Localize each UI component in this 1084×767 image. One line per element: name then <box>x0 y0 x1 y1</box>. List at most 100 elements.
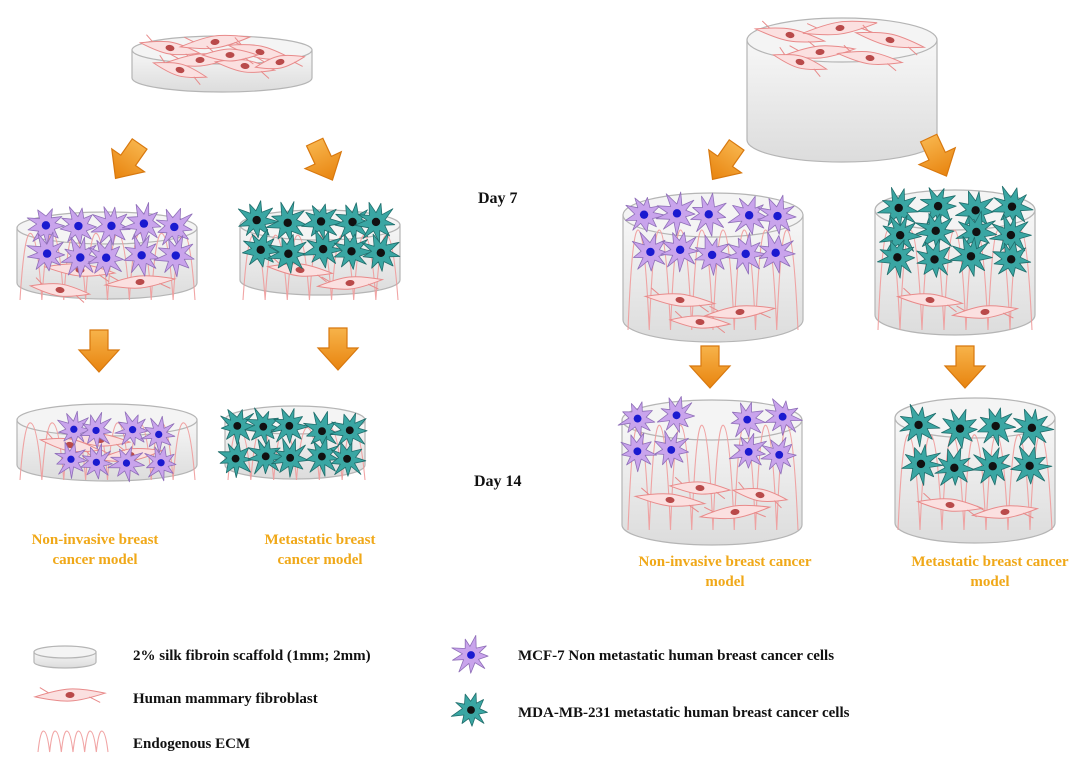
ecm-zigzag <box>877 229 1033 331</box>
mcf7-cell <box>656 396 695 433</box>
mda-cell <box>361 232 401 272</box>
legend-mcf7-text: MCF-7 Non metastatic human breast cancer… <box>518 648 835 664</box>
mcf7-cell <box>654 430 689 469</box>
mcf7-cell <box>730 401 766 438</box>
fibroblast-cell <box>783 45 857 59</box>
fibroblast-cell <box>836 44 904 72</box>
arrow-down-icon <box>303 137 343 181</box>
arrow-down-icon <box>943 345 987 389</box>
legend-fibroblast-text: Human mammary fibroblast <box>133 691 318 707</box>
mcf7-cell <box>758 231 796 274</box>
right-top-scaffold <box>746 17 938 163</box>
mcf7-cell <box>690 192 727 237</box>
fibroblast-cell <box>315 276 385 290</box>
mcf7-cell <box>140 415 176 454</box>
mda-cell <box>955 190 994 231</box>
mcf7-cell <box>727 195 769 235</box>
scaffold-layer <box>16 17 1056 546</box>
mda-cell <box>354 201 396 244</box>
legend-scaffold-text: 2% silk fibroin scaffold (1mm; 2mm) <box>133 648 371 664</box>
mda-cell <box>301 203 344 241</box>
mcf7-cell <box>26 208 65 246</box>
fibroblast-cell <box>200 45 260 65</box>
mda-cell <box>916 238 953 278</box>
fibroblast-cell <box>103 275 177 289</box>
ecm-zigzag <box>227 427 366 481</box>
mcf7-cell <box>121 202 162 244</box>
mda-cell <box>877 239 916 279</box>
mda-cell <box>901 444 944 486</box>
mcf7-cell <box>728 433 767 469</box>
fibroblast-cell <box>668 476 732 500</box>
ecm-legend-icon <box>37 730 109 753</box>
arrow-down-icon <box>316 327 360 371</box>
mda-cell <box>271 438 309 478</box>
mda-cell <box>267 234 307 274</box>
mcf7-cell <box>660 231 700 273</box>
mda-cell <box>334 202 375 244</box>
mda-cell <box>305 435 340 477</box>
mda-cell <box>991 185 1034 225</box>
mcf7-cell <box>87 238 124 277</box>
mcf7-cell <box>59 206 97 245</box>
cell-layer <box>26 185 1055 486</box>
mcf7-cell <box>123 234 160 277</box>
mcf7-cell <box>694 234 734 276</box>
mcf7-cell <box>153 235 195 278</box>
mcf7-cell <box>79 412 112 450</box>
mda-cell <box>265 201 308 244</box>
mda-cell <box>244 407 280 447</box>
mda-cell <box>877 187 919 227</box>
mcf7-cell <box>107 446 145 483</box>
mda-cell <box>949 235 993 277</box>
day-7-label: Day 7 <box>478 190 518 207</box>
mcf7-cell <box>760 437 797 475</box>
fibroblast-cell <box>254 54 306 70</box>
legend-icons <box>33 635 489 753</box>
mcf7-cell <box>144 445 177 482</box>
mda-cell <box>955 210 998 252</box>
fibroblast-cell <box>28 277 92 303</box>
mcf7-cell <box>57 410 93 446</box>
mcf7-cell <box>114 411 149 446</box>
mcf7-cell <box>631 231 670 272</box>
fibroblast-cell <box>265 257 335 283</box>
fibroblast-cell <box>771 46 829 78</box>
fibroblast-cell <box>698 504 772 520</box>
arrow-down-icon <box>707 138 745 181</box>
mda-cell <box>1010 445 1053 485</box>
mcf7-cell <box>725 232 768 275</box>
day-14-label: Day 14 <box>474 473 522 490</box>
scaffold-top <box>746 17 938 63</box>
mda-cell <box>934 447 976 486</box>
fibroblast-cell <box>138 34 202 62</box>
mda-cell <box>992 241 1032 277</box>
mcf7-cell <box>155 208 193 247</box>
right-noninvasive-label: Non-invasive breast cancer model <box>638 554 812 590</box>
mda-cell <box>302 230 345 269</box>
fibroblast-cell <box>643 287 717 313</box>
fibroblast-layer <box>28 20 1040 520</box>
mda-cell <box>330 441 367 477</box>
left-metastatic-label: Metastatic breast cancer model <box>264 532 376 568</box>
mcf7-cell <box>757 194 797 235</box>
mcf7-cell <box>620 432 657 473</box>
arrow-layer <box>77 133 987 389</box>
right-metastatic-label: Metastatic breast cancer model <box>911 554 1069 590</box>
mcf7-cell <box>625 197 667 233</box>
left-noninvasive-label: Non-invasive breast cancer model <box>31 532 159 568</box>
mcf7-cell <box>80 443 113 480</box>
mda-cell <box>899 403 941 448</box>
mda-cell <box>237 200 280 239</box>
mcf7-cell <box>655 191 696 237</box>
scaffold-legend-icon <box>33 645 97 669</box>
mcf7-legend-icon <box>451 635 489 674</box>
fibroblast-cell <box>802 20 878 36</box>
mda-legend-icon <box>450 692 488 727</box>
mcf7-cell <box>617 401 656 437</box>
mda-cell <box>329 412 368 448</box>
mda-cell <box>971 447 1011 486</box>
mda-cell <box>270 408 310 444</box>
mda-cell <box>247 439 287 475</box>
